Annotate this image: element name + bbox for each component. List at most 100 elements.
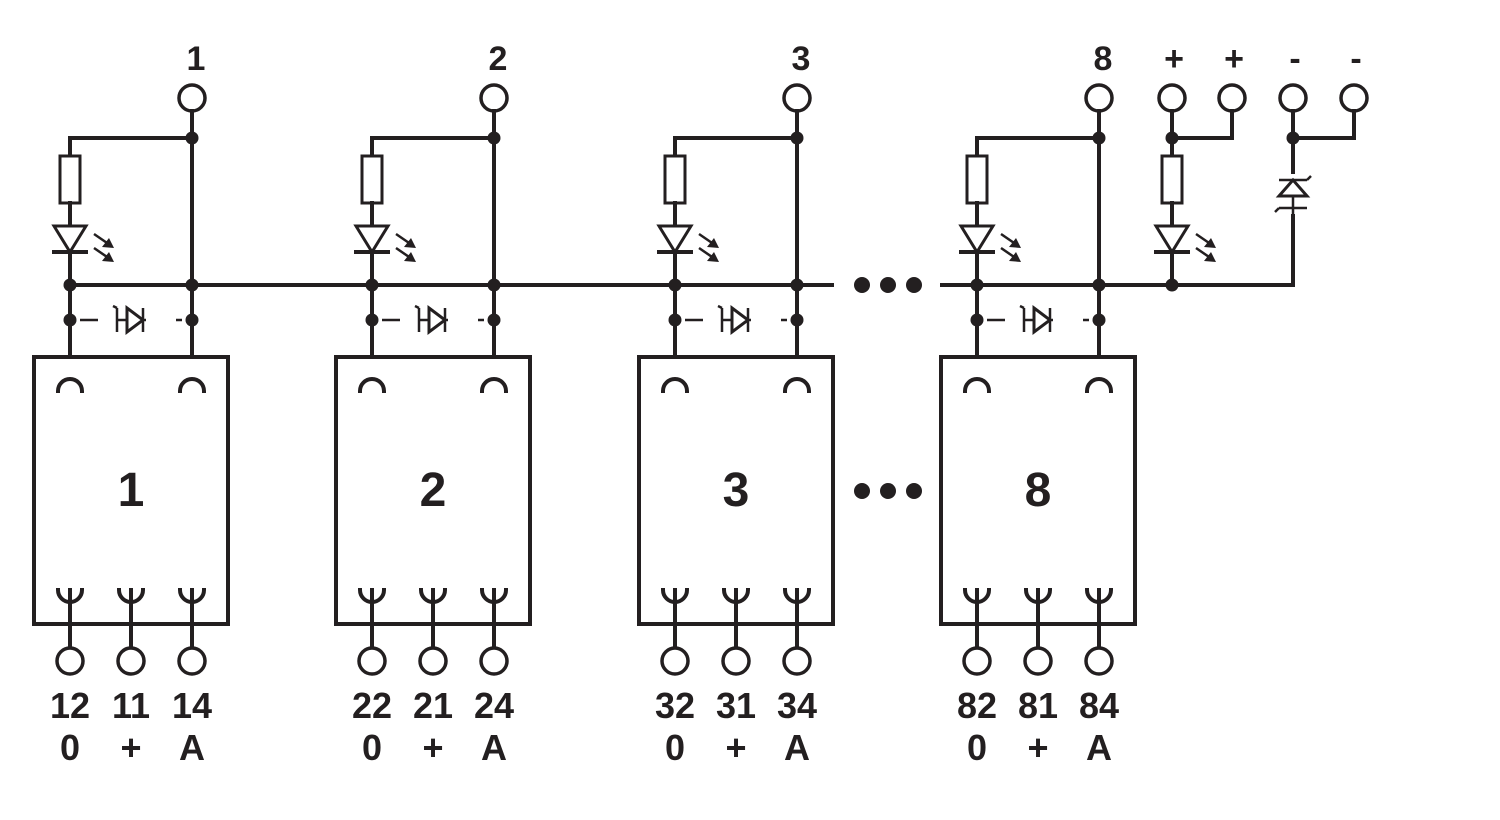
light-arrow-icon: [1009, 252, 1021, 262]
bottom-terminal: [721, 646, 751, 676]
module-number: 2: [420, 464, 447, 517]
pin-sign: 0: [967, 727, 987, 768]
pin-sign: A: [179, 727, 205, 768]
plus-terminal: [1157, 83, 1187, 113]
junction-dot: [185, 313, 199, 327]
pin-sign: +: [422, 727, 443, 768]
junction-dot: [790, 278, 804, 292]
junction-dot: [63, 313, 77, 327]
resistor-icon: [1160, 154, 1184, 205]
bottom-terminal: [116, 646, 146, 676]
top-terminal: [479, 83, 509, 113]
junction-dot: [1092, 313, 1106, 327]
pin-sign: +: [725, 727, 746, 768]
diode-tick: [1274, 207, 1280, 213]
top-terminal: [177, 83, 207, 113]
pin-number: 34: [777, 685, 817, 726]
junction-dot: [790, 313, 804, 327]
label-layer: 12011+14A1122021+24A2232031+34A3382081+8…: [50, 40, 1362, 768]
diode-triangle: [730, 305, 751, 335]
junction-dot: [970, 278, 984, 292]
module-number: 3: [723, 464, 750, 517]
module-number: 1: [118, 464, 145, 517]
plus-label: +: [1164, 40, 1184, 78]
junction-dot: [365, 313, 379, 327]
light-arrow-icon: [1204, 238, 1216, 248]
pin-number: 21: [413, 685, 453, 726]
top-terminal: [782, 83, 812, 113]
junction-dot: [185, 278, 199, 292]
bottom-terminal: [962, 646, 992, 676]
pin-number: 81: [1018, 685, 1058, 726]
minus-label: -: [1289, 40, 1300, 78]
junction-dot: [63, 278, 77, 292]
pin-sign: +: [120, 727, 141, 768]
pin-sign: A: [1086, 727, 1112, 768]
module-number: 8: [1025, 464, 1052, 517]
light-arrow-icon: [707, 252, 719, 262]
bottom-terminal: [660, 646, 690, 676]
bottom-terminal: [177, 646, 207, 676]
diode-tick: [112, 304, 118, 310]
ellipsis-dot: [906, 277, 922, 293]
bottom-terminal: [418, 646, 448, 676]
pin-number: 31: [716, 685, 756, 726]
socket-contact: [55, 377, 85, 394]
pin-sign: 0: [665, 727, 685, 768]
light-arrow-icon: [404, 238, 416, 248]
ellipsis-dot: [880, 483, 896, 499]
socket-contact: [357, 377, 387, 394]
pin-number: 14: [172, 685, 212, 726]
junction-dot: [1165, 131, 1179, 145]
junction-dot: [365, 278, 379, 292]
diode-tick: [717, 304, 723, 310]
plus-label: +: [1224, 40, 1244, 78]
ellipsis-dot: [854, 483, 870, 499]
diode-triangle: [427, 305, 448, 335]
protection-diode-icon: [1275, 177, 1311, 198]
led-diode-icon: [353, 224, 391, 255]
ellipsis-dot: [854, 277, 870, 293]
socket-contact: [782, 377, 812, 394]
top-terminal-label: 3: [792, 40, 811, 78]
led-diode-icon: [1153, 224, 1191, 255]
diode-triangle: [125, 305, 146, 335]
wiring-layer: [32, 83, 1369, 676]
pin-number: 24: [474, 685, 514, 726]
light-arrow-icon: [707, 238, 719, 248]
ellipsis-dot: [906, 483, 922, 499]
junction-dot: [668, 313, 682, 327]
junction-dot: [1286, 131, 1300, 145]
pin-sign: 0: [362, 727, 382, 768]
bottom-terminal: [55, 646, 85, 676]
supply-wire: [1170, 109, 1234, 140]
junction-dot: [487, 278, 501, 292]
led-diode-icon: [656, 224, 694, 255]
light-arrow-icon: [404, 252, 416, 262]
light-arrow-icon: [102, 252, 114, 262]
plus-terminal: [1217, 83, 1247, 113]
junction-dot: [668, 278, 682, 292]
socket-contact: [962, 377, 992, 394]
resistor-icon: [360, 154, 384, 205]
resistor-icon: [58, 154, 82, 205]
bottom-terminal: [479, 646, 509, 676]
resistor-icon: [965, 154, 989, 205]
minus-label: -: [1350, 40, 1361, 78]
socket-contact: [479, 377, 509, 394]
resistor-icon: [663, 154, 687, 205]
diode-triangle: [1032, 305, 1053, 335]
top-terminal-label: 8: [1094, 40, 1113, 78]
pin-sign: A: [784, 727, 810, 768]
pin-sign: A: [481, 727, 507, 768]
light-arrow-icon: [1009, 238, 1021, 248]
top-terminal-label: 2: [489, 40, 508, 78]
pin-number: 11: [112, 685, 150, 726]
pin-number: 22: [352, 685, 392, 726]
ellipsis-dot: [880, 277, 896, 293]
pin-number: 12: [50, 685, 90, 726]
pin-number: 32: [655, 685, 695, 726]
pin-sign: +: [1027, 727, 1048, 768]
light-arrow-icon: [1204, 252, 1216, 262]
